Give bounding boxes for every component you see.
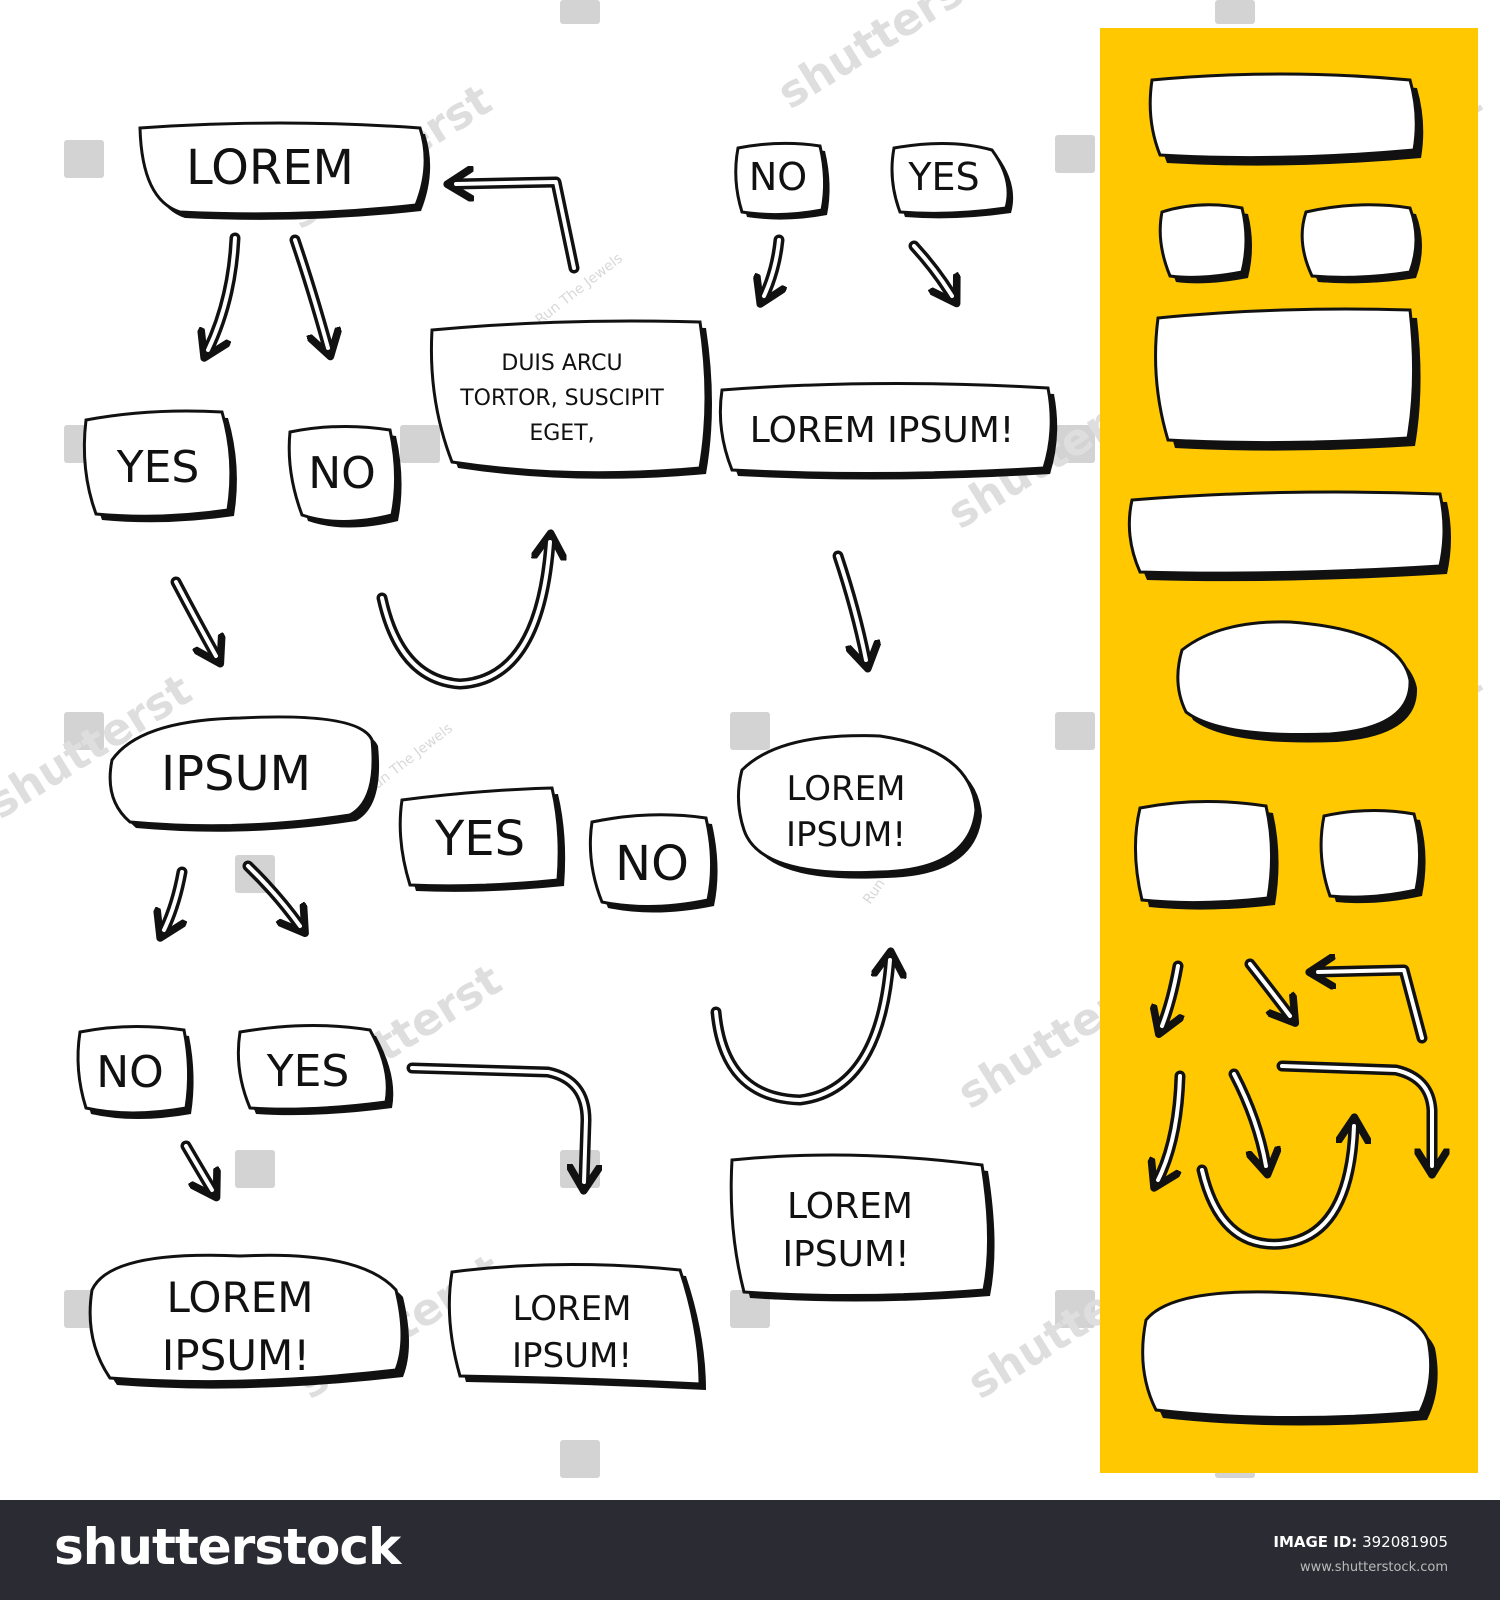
box-lorem-ipsum-bottom-right-line-1: LOREM (787, 1186, 913, 1227)
box-lorem-ipsum-bottom-right: LOREM IPSUM! (729, 1153, 995, 1302)
blank-box-4 (1154, 307, 1421, 451)
box-ipsum: IPSUM (108, 715, 380, 832)
svg-text:shutterst: shutterst (769, 0, 991, 119)
side-arrow-2 (1244, 958, 1290, 1016)
arrow-wide-to-oval (832, 550, 866, 660)
svg-text:Run The Jewels: Run The Jewels (533, 250, 626, 328)
box-lorem-ipsum-oval: LOREM IPSUM! (737, 734, 982, 879)
box-yes-3: YES (236, 1023, 394, 1116)
box-lorem-ipsum-bottom-mid-line-2: IPSUM! (512, 1336, 632, 1376)
image-id-value: 392081905 (1362, 1533, 1448, 1551)
footer-url[interactable]: www.shutterstock.com (1299, 1560, 1448, 1575)
side-arrow-u-turn (1196, 1126, 1354, 1250)
box-duis-line-2: TORTOR, SUSCIPIT (459, 386, 664, 411)
blank-box-5 (1127, 490, 1451, 582)
box-lorem-ipsum-oval-line-2: IPSUM! (786, 815, 906, 855)
arrow-u-turn-left (376, 542, 550, 690)
arrow-ipsum-right-down (242, 860, 300, 926)
box-no-1-label: NO (308, 448, 376, 499)
box-lorem-ipsum-bottom-right-line-2: IPSUM! (782, 1234, 909, 1275)
box-lorem-ipsum-bottom-mid-line-1: LOREM (513, 1289, 632, 1329)
arrow-no3-down (180, 1140, 212, 1190)
arrow-no-top-down (764, 234, 779, 296)
blank-box-2 (1158, 203, 1252, 284)
box-duis-line-3: EGET, (529, 421, 594, 446)
box-no-top: NO (734, 141, 830, 220)
side-arrow-1 (1162, 960, 1178, 1026)
arrow-lorem-to-yes (208, 232, 241, 350)
side-arrow-4 (1228, 1068, 1266, 1166)
arrow-yes3-to-bottom-mid (406, 1062, 586, 1182)
box-ipsum-label: IPSUM (161, 746, 311, 802)
arrow-u-turn-right (710, 960, 890, 1106)
box-lorem-top: LOREM (138, 121, 431, 220)
box-no-3: NO (76, 1024, 194, 1119)
box-yes-2-label: YES (434, 811, 525, 867)
side-arrow-long-curve (1276, 1060, 1432, 1166)
blank-box-7 (1134, 799, 1279, 910)
image-id-label: IMAGE ID: (1273, 1533, 1358, 1551)
box-lorem-ipsum-bottom-left-line-1: LOREM (167, 1273, 314, 1322)
box-no-2-label: NO (615, 836, 689, 892)
blank-box-8 (1319, 808, 1426, 904)
blank-box-9 (1141, 1290, 1438, 1426)
box-lorem-ipsum-wide-label: LOREM IPSUM! (750, 410, 1014, 451)
box-lorem-ipsum-bottom-mid: LOREM IPSUM! (447, 1262, 706, 1390)
box-no-2: NO (588, 813, 718, 913)
box-yes-top: YES (890, 142, 1014, 219)
box-lorem-ipsum-wide: LOREM IPSUM! (718, 381, 1058, 480)
box-lorem-ipsum-bottom-left: LOREM IPSUM! (88, 1253, 409, 1389)
arrow-ipsum-left-down (164, 866, 188, 930)
blank-box-6 (1176, 620, 1418, 743)
arrow-lorem-to-no (289, 234, 328, 348)
box-no-1: NO (287, 424, 402, 528)
side-arrow-corner (1318, 970, 1428, 1044)
arrow-yes-top-down (908, 240, 952, 296)
box-yes-top-label: YES (907, 155, 979, 199)
arrow-duis-to-lorem (456, 182, 580, 274)
box-no-top-label: NO (749, 155, 807, 199)
box-lorem-ipsum-bottom-left-line-2: IPSUM! (162, 1331, 310, 1380)
box-duis-line-1: DUIS ARCU (501, 351, 622, 376)
box-yes-3-label: YES (266, 1046, 350, 1097)
blank-box-3 (1300, 203, 1422, 284)
box-lorem-ipsum-oval-line-1: LOREM (787, 769, 906, 809)
box-yes-2: YES (398, 786, 566, 892)
diagram-canvas: shutterst shutterst shutterst shutterst … (0, 0, 1491, 1478)
box-duis: DUIS ARCU TORTOR, SUSCIPIT EGET, (429, 319, 712, 479)
image-id: IMAGE ID: 392081905 (1273, 1533, 1448, 1551)
box-no-3-label: NO (96, 1047, 164, 1098)
side-arrow-3 (1158, 1070, 1186, 1180)
footer-bar: shutterstock IMAGE ID: 392081905 www.shu… (0, 1500, 1500, 1600)
box-yes-1: YES (82, 409, 237, 523)
box-yes-1-label: YES (116, 442, 200, 493)
arrow-yes-to-ipsum (170, 576, 216, 656)
blank-box-1 (1148, 72, 1424, 166)
footer-logo[interactable]: shutterstock (54, 1518, 401, 1576)
box-lorem-top-label: LOREM (186, 140, 354, 196)
